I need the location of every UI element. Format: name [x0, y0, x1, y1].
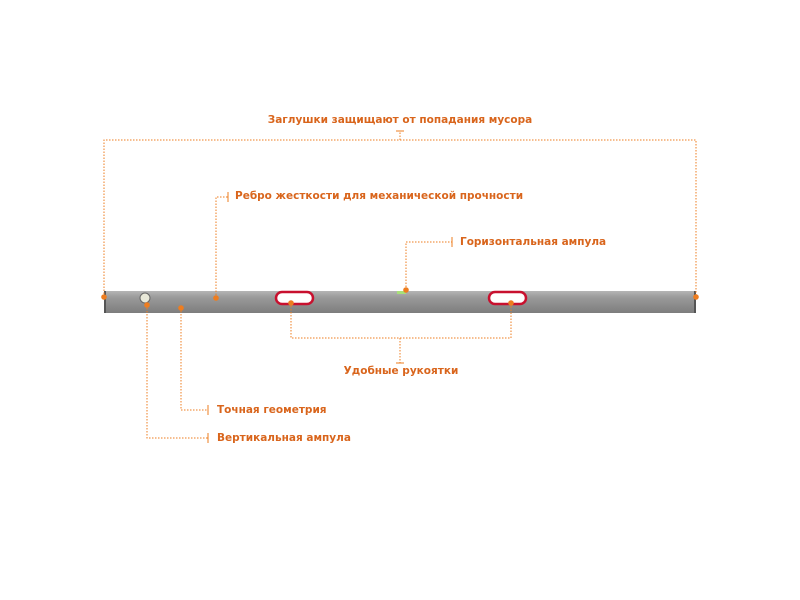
geometry-leader	[180, 308, 208, 411]
vertical-vial	[139, 292, 151, 304]
ticks	[207, 130, 453, 443]
precise-geometry-label: Точная геометрия	[217, 404, 327, 416]
leader-lines	[103, 131, 697, 439]
end-caps-leader	[103, 139, 697, 297]
vertical-vial-leader	[146, 305, 208, 439]
end-cap-right	[694, 291, 696, 313]
end-caps-label: Заглушки защищают от попадания мусора	[267, 114, 533, 126]
level-body	[104, 291, 696, 313]
rib-leader	[215, 196, 228, 298]
horizontal-vial-leader	[405, 241, 452, 290]
marker-dots	[101, 287, 699, 311]
left-handle	[274, 290, 315, 306]
stiffening-rib-label: Ребро жесткости для механической прочнос…	[235, 190, 524, 202]
vertical-vial-label: Вертикальная ампула	[217, 432, 351, 444]
right-handle	[487, 290, 528, 306]
level-tool	[104, 290, 696, 313]
horizontal-vial	[397, 291, 406, 294]
horizontal-vial-label: Горизонтальная ампула	[460, 236, 607, 248]
handles-leader	[290, 303, 512, 339]
handles-label: Удобные рукоятки	[343, 365, 459, 377]
end-cap-left	[104, 291, 106, 313]
